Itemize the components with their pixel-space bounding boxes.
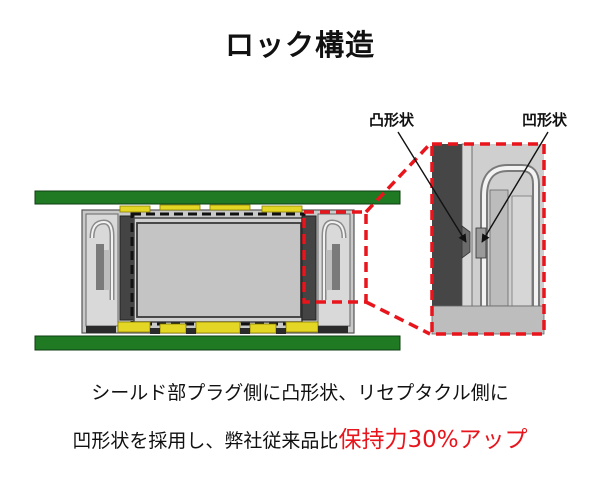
concave-groove	[475, 227, 487, 259]
top-pcb	[34, 190, 401, 205]
page-title: ロック構造	[224, 28, 375, 62]
bottom-pcb	[34, 335, 401, 351]
caption-line-2-text: 凹形状を採用し、弊社従来品比	[72, 430, 339, 452]
concave-arrow	[481, 131, 549, 243]
zoom-indicator	[302, 142, 432, 336]
bottom-terminals	[86, 326, 348, 334]
callout-concave-label: 凹形状	[522, 111, 568, 129]
caption-line-2: 凹形状を採用し、弊社従来品比保持力30%アップ	[0, 420, 600, 454]
right-contact	[317, 213, 351, 327]
caption-highlight: 保持力30%アップ	[338, 427, 528, 453]
caption-line-1: シールド部プラグ側に凸形状、リセプタクル側に	[91, 382, 509, 404]
left-contact	[85, 213, 119, 327]
plug-core	[136, 222, 302, 318]
plating-top	[119, 204, 303, 213]
plating-bottom	[117, 321, 319, 334]
magnified-view	[430, 142, 546, 336]
callout-convex-label: 凸形状	[369, 111, 415, 129]
magnified-frame	[430, 142, 546, 336]
zoom-source-box	[302, 210, 368, 304]
connector-cross-section	[34, 190, 401, 351]
convex-arrow	[397, 131, 467, 243]
zoom-shield-wall	[432, 144, 462, 334]
